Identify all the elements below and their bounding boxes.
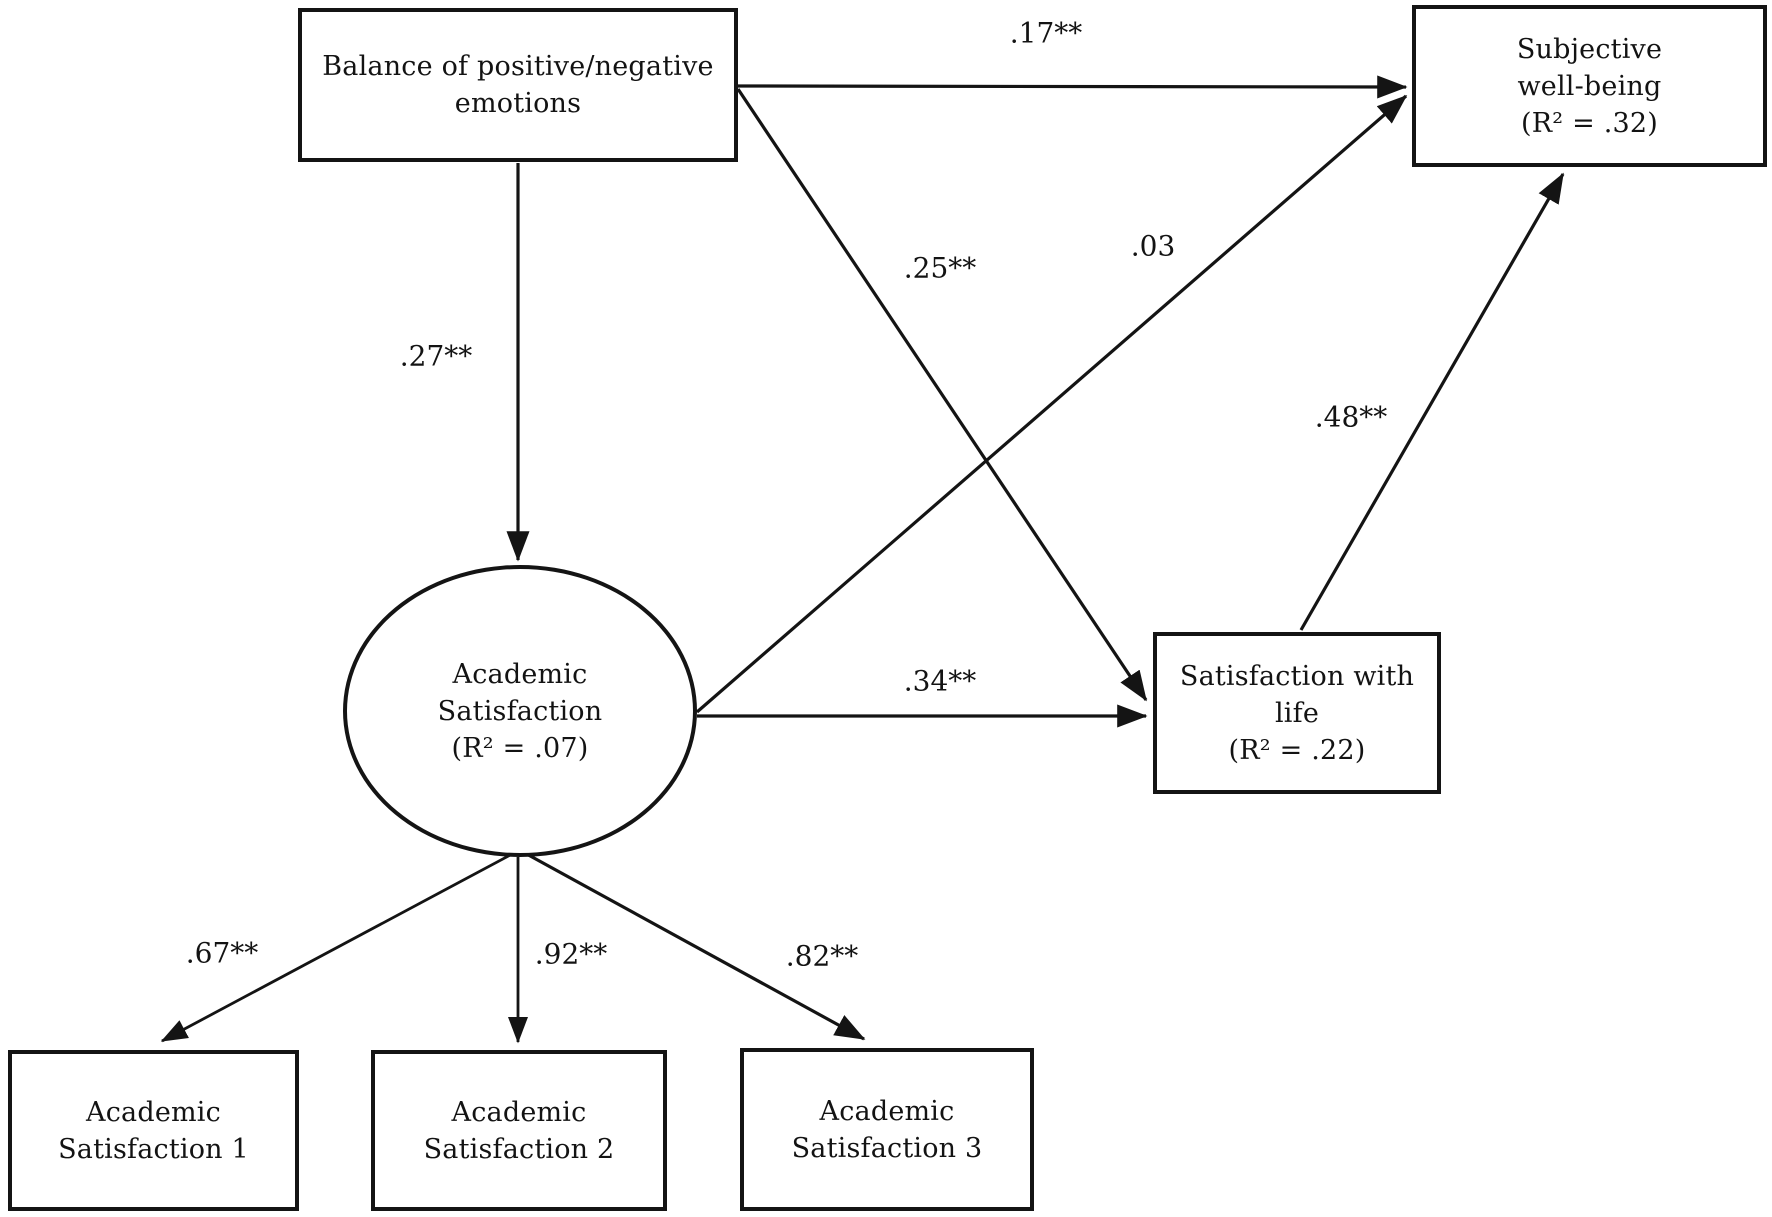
edge-balance-to-swl: [736, 88, 1148, 702]
node-as3-label: Academic Satisfaction 3: [792, 1093, 983, 1167]
node-balance-emotions: Balance of positive/negative emotions: [298, 8, 738, 162]
node-as2-label: Academic Satisfaction 2: [424, 1094, 615, 1168]
coef-balance-to-swb: .17**: [1009, 16, 1083, 50]
node-label-line: Satisfaction 1: [58, 1133, 249, 1165]
coef-balance-to-swl: .25**: [903, 251, 977, 285]
node-r2-value: (R² = .32): [1521, 107, 1658, 139]
node-as1-label: Academic Satisfaction 1: [58, 1094, 249, 1168]
coef-academic-to-as3: .82**: [785, 939, 859, 973]
edge-academic-to-as1: [160, 851, 515, 1043]
edge-swl-to-swb: [1299, 172, 1565, 631]
node-academic-satisfaction-2: Academic Satisfaction 2: [371, 1050, 667, 1211]
node-swl-label: Satisfaction with life (R² = .22): [1180, 658, 1414, 769]
node-label-line: Satisfaction: [437, 695, 603, 727]
node-label-line: Satisfaction 3: [791, 1132, 983, 1164]
node-label-line: life: [1274, 697, 1320, 729]
edge-academic-to-as3: [522, 850, 866, 1041]
node-label-line: well-being: [1517, 70, 1662, 102]
node-label-line: Academic: [819, 1095, 955, 1127]
node-label-line: Academic: [451, 1096, 587, 1128]
node-satisfaction-with-life: Satisfaction with life (R² = .22): [1153, 632, 1441, 794]
node-r2-value: (R² = .07): [451, 732, 589, 764]
node-subjective-well-being: Subjective well-being (R² = .32): [1412, 5, 1767, 167]
node-academic-satisfaction-3: Academic Satisfaction 3: [740, 1048, 1034, 1211]
node-label-line: Subjective: [1516, 33, 1663, 65]
edge-academic-to-swb: [695, 94, 1408, 714]
coef-academic-to-as2: .92**: [534, 937, 608, 971]
edge-balance-to-swb: [737, 75, 1408, 99]
node-label-line: Academic: [86, 1096, 221, 1128]
node-academic-label: Academic Satisfaction (R² = .07): [438, 656, 603, 767]
coef-academic-to-swb: .03: [1130, 229, 1176, 263]
node-label-line: Satisfaction with: [1179, 660, 1415, 692]
coef-balance-to-academic: .27**: [399, 339, 473, 373]
node-academic-satisfaction: Academic Satisfaction (R² = .07): [343, 565, 697, 857]
node-swb-label: Subjective well-being (R² = .32): [1517, 31, 1662, 142]
coef-swl-to-swb: .48**: [1314, 400, 1388, 434]
node-label-line: Academic: [452, 658, 588, 690]
coef-academic-to-as1: .67**: [185, 936, 259, 970]
node-academic-satisfaction-1: Academic Satisfaction 1: [8, 1050, 299, 1211]
node-label-line: Satisfaction 2: [423, 1133, 615, 1165]
node-r2-value: (R² = .22): [1228, 734, 1366, 766]
node-label-line: Balance of positive/negative: [322, 51, 714, 82]
node-balance-label: Balance of positive/negative emotions: [322, 48, 713, 122]
node-label-line: emotions: [454, 88, 582, 119]
coef-academic-to-swl: .34**: [903, 664, 977, 698]
